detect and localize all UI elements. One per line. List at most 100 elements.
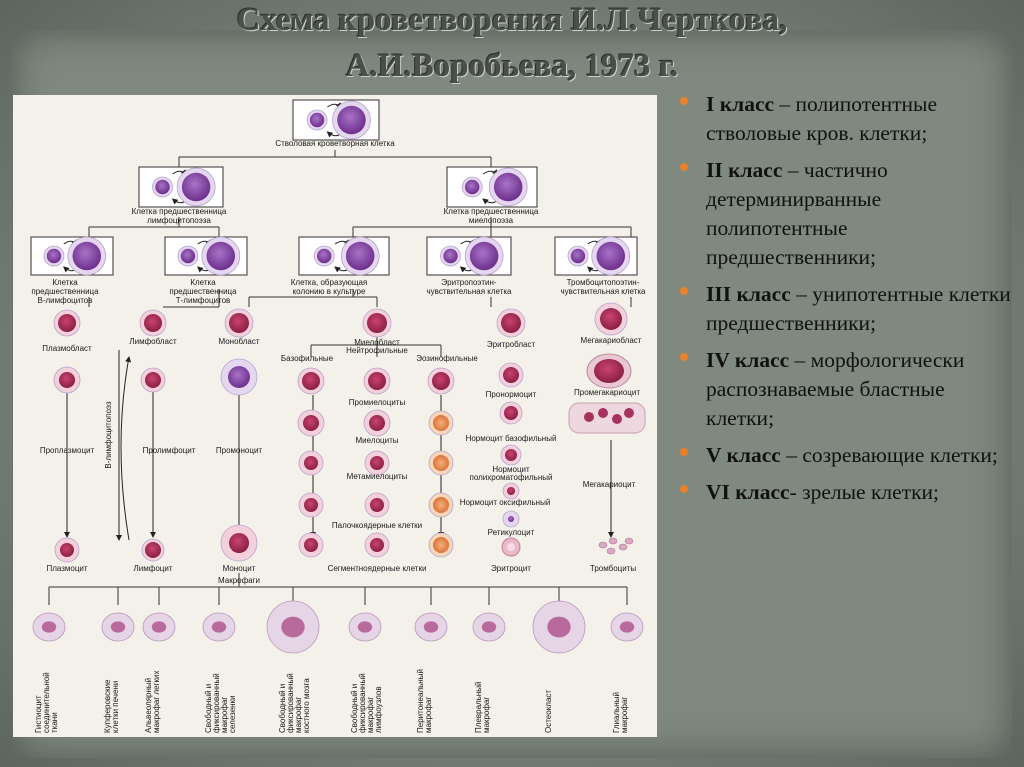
t-precursor-box-cell-a bbox=[177, 245, 199, 267]
class-item: II класс – частично детерминирванные пол… bbox=[676, 156, 1016, 272]
label-lymph-progenitor-1: Клетка предшественница bbox=[132, 207, 227, 216]
proplasmocyte-top-cell bbox=[53, 366, 81, 394]
macrophage-type-label: Купферовские bbox=[103, 679, 112, 733]
macrophage-type-label: фиксированный bbox=[286, 673, 295, 733]
megakaryoblast-cell bbox=[594, 302, 628, 336]
lymph-progenitor-box-cell-b bbox=[176, 167, 216, 207]
label-t-precursor-1: Клетка bbox=[190, 278, 216, 287]
macrophage-type-label: ткани bbox=[50, 712, 59, 733]
eos-metamyelocyte bbox=[428, 450, 454, 476]
erythro-box-cell-a bbox=[440, 245, 461, 267]
macrophage-type-label: Свободный и bbox=[278, 684, 287, 733]
macrophage-type-label: селезенки bbox=[228, 695, 237, 733]
monoblast-cell bbox=[224, 308, 254, 338]
stem-cell-box-cell-a bbox=[306, 109, 328, 131]
normocyte-poly-cell bbox=[500, 444, 522, 466]
macrophage-type-label: Остеокласт bbox=[544, 690, 553, 733]
bullet-icon bbox=[680, 448, 688, 456]
class-item: VI класс- зрелые клетки; bbox=[676, 478, 1016, 507]
macrophage-type-label: Свободный и bbox=[204, 684, 213, 733]
label-myeloblast: Миелобласт bbox=[354, 338, 400, 347]
label-thrombo-1: Тромбоцитопоэтин- bbox=[567, 278, 640, 287]
label-platelets: Тромбоциты bbox=[590, 564, 636, 573]
erythrocyte-cell bbox=[501, 537, 521, 557]
label-t-precursor-3: Т-лимфоцитов bbox=[176, 296, 231, 305]
label-reticulocyte: Ретикулоцит bbox=[488, 528, 535, 537]
eos-myelocyte bbox=[428, 410, 454, 436]
macrophage-type-label: Альвеолярный bbox=[144, 678, 153, 733]
class-head: VI класс bbox=[706, 480, 790, 504]
myeloblast-cell bbox=[362, 308, 392, 338]
basophil-myelocyte bbox=[297, 409, 325, 437]
stem-cell-box-cell-b bbox=[332, 100, 371, 140]
macrophage-bracket bbox=[48, 573, 628, 605]
label-normocyte-oxy: Нормоцит оксифильный bbox=[460, 498, 551, 507]
label-proplasmocyte: Проплазмоцит bbox=[40, 446, 95, 455]
lymphocyte-cell bbox=[141, 538, 165, 562]
normocyte-baso-cell bbox=[499, 401, 523, 425]
macrophage-type-label: фиксированный bbox=[358, 673, 367, 733]
macrophage-cell bbox=[532, 600, 586, 654]
neutro-segmented bbox=[364, 532, 390, 558]
macrophage-type-label: макрофаг bbox=[366, 697, 375, 733]
megakaryocyte-cell bbox=[568, 402, 646, 434]
title-line-1: Схема кроветворения И.Л.Черткова, bbox=[236, 2, 788, 38]
macrophage-type-label: макрофаг bbox=[220, 697, 229, 733]
macrophage-type-label: фиксированный bbox=[212, 673, 221, 733]
class-head: I класс bbox=[706, 92, 775, 116]
normocyte-oxy-cell bbox=[502, 482, 520, 500]
monocyte-cell bbox=[220, 524, 258, 562]
myelo-progenitor-box-cell-b bbox=[488, 167, 528, 207]
bullet-icon bbox=[680, 97, 688, 105]
class-description: – унипотентные клетки предшественники; bbox=[706, 282, 1011, 335]
cfu-box-cell-b bbox=[340, 236, 380, 276]
label-band-cells: Палочкоядерные клетки bbox=[332, 521, 422, 530]
macrophage-type-label: клетки печени bbox=[111, 681, 120, 733]
b-lymphopoiesis-arrows bbox=[116, 350, 132, 541]
class-item: IV класс – морфологически распознаваемые… bbox=[676, 346, 1016, 433]
thrombo-box-cell-b bbox=[591, 236, 631, 276]
label-cfu-1: Клетка, образующая bbox=[291, 278, 368, 287]
label-promyelocytes: Промиелоциты bbox=[349, 398, 406, 407]
thrombo-box-cell-a bbox=[567, 245, 589, 267]
macrophage-type-label: Плевральный bbox=[474, 682, 483, 734]
macrophage-type-label: Перитонеальный bbox=[416, 669, 425, 733]
label-lymphoblast: Лимфобласт bbox=[129, 337, 177, 346]
label-b-precursor-1: Клетка bbox=[52, 278, 78, 287]
erythro-box-cell-b bbox=[464, 236, 504, 276]
macrophage-type-label: Свободный и bbox=[350, 684, 359, 733]
label-stem-cell: Стволовая кроветворная клетка bbox=[275, 139, 395, 148]
label-myelocytes: Миелоциты bbox=[356, 436, 399, 445]
macrophage-cell bbox=[414, 612, 448, 642]
label-pronormocyte: Пронормоцит bbox=[486, 390, 537, 399]
label-megakaryocyte: Мегакариоцит bbox=[583, 480, 636, 489]
macrophage-type-label: макрофаг легких bbox=[152, 670, 161, 733]
macrophage-type-label: костного мозга bbox=[302, 678, 311, 733]
platelets-cluster bbox=[598, 537, 634, 555]
label-basophilic: Базофильные bbox=[281, 354, 334, 363]
label-normocyte-baso: Нормоцит базофильный bbox=[466, 434, 557, 443]
reticulocyte-cell bbox=[502, 510, 520, 528]
label-erythroblast: Эритробласт bbox=[487, 340, 536, 349]
bullet-icon bbox=[680, 353, 688, 361]
macrophage-type-label: Глиальный bbox=[612, 692, 621, 733]
label-lymph-progenitor-2: лимфоцитопоэза bbox=[147, 216, 211, 225]
cell-layer bbox=[30, 99, 646, 654]
neutro-metamyelocyte bbox=[364, 450, 390, 476]
label-normocyte-poly-2: полихроматофильный bbox=[470, 473, 553, 482]
title-line-2: А.И.Воробьева, 1973 г. bbox=[345, 48, 679, 84]
macrophage-type-label: макрофаг bbox=[482, 697, 491, 733]
neutro-band bbox=[364, 492, 390, 518]
label-metamyelocytes: Метамиелоциты bbox=[347, 472, 408, 481]
label-plasmocyte: Плазмоцит bbox=[46, 564, 87, 573]
macrophage-type-label: Гистиоцит bbox=[34, 695, 43, 733]
class-description: – созревающие клетки; bbox=[780, 443, 998, 467]
class-item: III класс – унипотентные клетки предшест… bbox=[676, 280, 1016, 338]
plasmoblast-cell bbox=[53, 309, 81, 337]
label-megakaryoblast: Мегакариобласт bbox=[581, 336, 642, 345]
basophil-band bbox=[298, 492, 324, 518]
macrophage-cell bbox=[202, 612, 236, 642]
class-description: – полипотентные стволовые кров. клетки; bbox=[706, 92, 938, 145]
t-precursor-box-cell-b bbox=[201, 236, 241, 276]
